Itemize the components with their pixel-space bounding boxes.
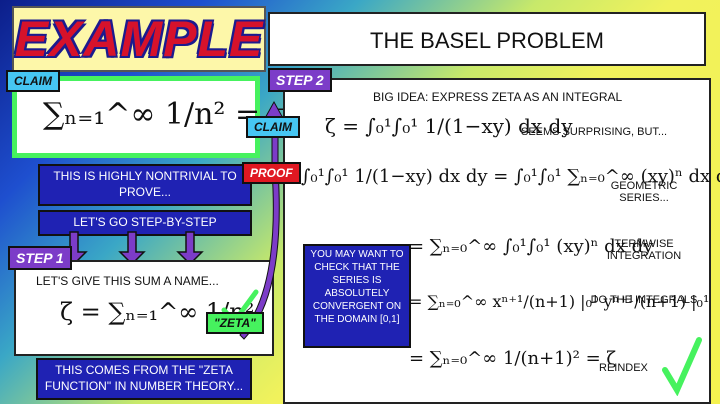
proof-tag: PROOF (242, 162, 301, 184)
seems-surprising: SEEMS SURPRISING, BUT... (521, 126, 668, 138)
curved-arrow (239, 100, 284, 340)
equation-4: = ∑ₙ₌₀^∞ xⁿ⁺¹/(n+1) |₀¹ yⁿ⁺¹/(n+1) |₀¹ (409, 292, 710, 311)
zeta-function-text: THIS COMES FROM THE "ZETA FUNCTION" IN N… (36, 358, 252, 400)
do-integrals-label: DO THE INTEGRALS (590, 294, 698, 306)
equation-3: = ∑ₙ₌₀^∞ ∫₀¹∫₀¹ (xy)ⁿ dx dy (409, 236, 654, 257)
equation-2: ∫₀¹∫₀¹ 1/(1−xy) dx dy = ∫₀¹∫₀¹ ∑ₙ₌₀^∞ (x… (301, 166, 720, 187)
header-title: THE BASEL PROBLEM (370, 28, 604, 53)
nontrivial-text: THIS IS HIGHLY NONTRIVIAL TO PROVE... (38, 164, 252, 206)
title-box: EXAMPLE (12, 6, 266, 72)
convergence-note: YOU MAY WANT TO CHECK THAT THE SERIES IS… (303, 244, 411, 348)
step1-text: LET'S GIVE THIS SUM A NAME... (36, 274, 219, 288)
step2-tag: STEP 2 (268, 68, 332, 92)
equation-1: ζ = ∫₀¹∫₀¹ 1/(1−xy) dx dy (325, 114, 573, 138)
step1-tag: STEP 1 (8, 246, 72, 270)
checkmark-icon (662, 337, 702, 396)
main-panel: BIG IDEA: EXPRESS ZETA AS AN INTEGRAL ζ … (283, 78, 720, 404)
termwise-label: TERMWISE INTEGRATION (606, 238, 682, 262)
geometric-series: GEOMETRIC SERIES... (610, 180, 678, 204)
down-arrow-icon (176, 231, 204, 266)
claim-tag: CLAIM (6, 70, 60, 92)
equation-5: = ∑ₙ₌₀^∞ 1/(n+1)² = ζ (409, 348, 617, 369)
zeta-tag: "ZETA" (206, 312, 264, 334)
title: EXAMPLE (14, 11, 264, 67)
header-box: THE BASEL PROBLEM (268, 12, 706, 66)
claim-box: ∑ₙ₌₁^∞ 1/n² = π²/6 (12, 76, 331, 158)
big-idea: BIG IDEA: EXPRESS ZETA AS AN INTEGRAL (373, 90, 623, 104)
down-arrow-icon (118, 231, 146, 266)
step-by-step-text: LET'S GO STEP-BY-STEP (38, 210, 252, 236)
step1-box: LET'S GIVE THIS SUM A NAME... ζ = ∑ₙ₌₁^∞… (14, 260, 274, 356)
claim-tag-small: CLAIM (246, 116, 300, 138)
reindex-label: REINDEX (599, 362, 648, 374)
